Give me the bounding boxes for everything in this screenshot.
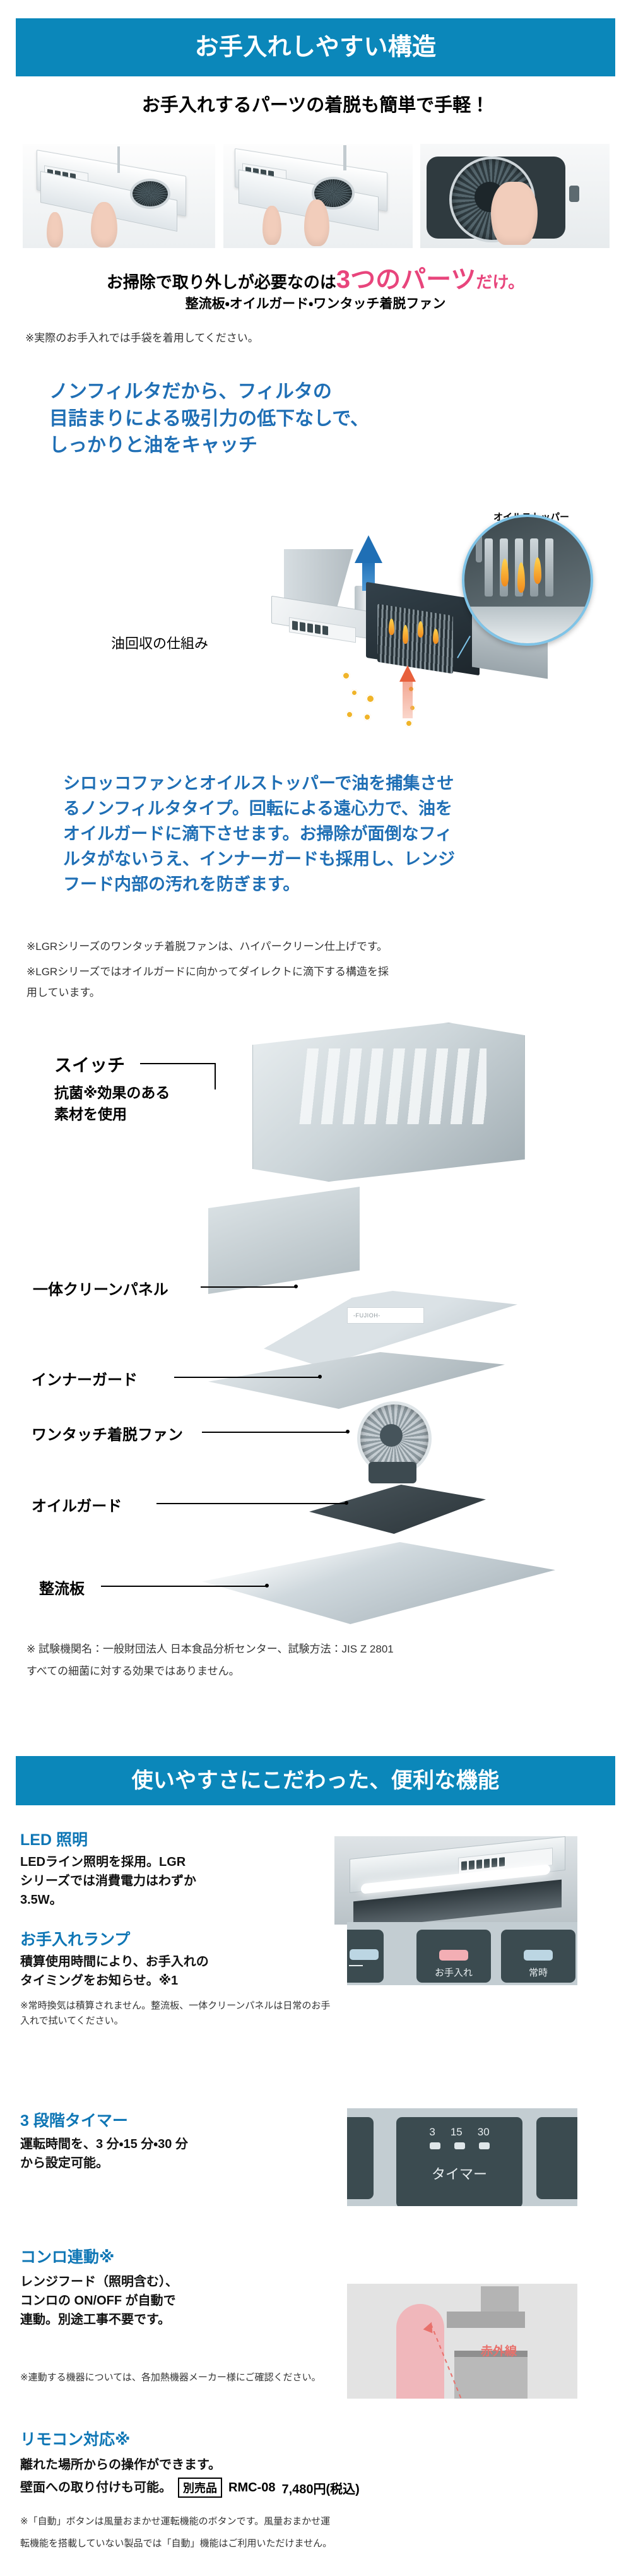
callout-pre: お掃除で取り外しが必要なのは	[106, 273, 336, 292]
feature-note-stove-link: ※連動する機器については、各加熱機器メーカー様にご確認ください。	[20, 2372, 321, 2383]
label-clean-panel: 一体クリーンパネル	[33, 1281, 168, 1298]
photo-remove-oil-guard	[223, 144, 413, 248]
feature-title-timer: 3 段階タイマー	[20, 2112, 128, 2130]
feature-body-timer: 運転時間を、3 分・15 分・30 分 から設定可能。	[20, 2137, 188, 2170]
callout-post: だけ。	[476, 273, 525, 292]
key-partial-right-timer	[536, 2117, 577, 2199]
nonfilter-body-line2: るノンフィルタタイプ。回転による遠心力で、油を	[63, 798, 452, 818]
feature-body-led: LEDライン照明を採用。LGR シリーズでは消費電力はわずか 3.5W。	[20, 1855, 196, 1907]
section-band-useful-functions: 使いやすさにこだわった、便利な機能	[16, 1756, 615, 1805]
oil-stopper-magnifier	[462, 514, 593, 646]
section-band-clean-structure: お手入れしやすい構造	[16, 18, 615, 76]
nonfilter-body-line5: フード内部の汚れを防ぎます。	[63, 874, 300, 894]
timer-mark-15: 15	[450, 2126, 463, 2138]
part-oil-guard	[309, 1485, 486, 1534]
feature-title-care-lamp: お手入れランプ	[20, 1931, 131, 1949]
nonfilter-note-2-line2: 用しています。	[27, 987, 100, 999]
leader-dot-rectifying-plate	[265, 1584, 269, 1588]
nonfilter-body-line4: ルタがないうえ、インナーガードも採用し、レンジ	[63, 849, 455, 869]
antibacterial-footnote-line1: ※ 試験機関名：一般財団法人 日本食品分析センター、試験方法：JIS Z 280…	[27, 1643, 394, 1655]
label-one-touch-fan: ワンタッチ着脱ファン	[32, 1427, 183, 1444]
part-one-touch-fan	[353, 1401, 432, 1483]
leader-rectifying-plate	[101, 1586, 266, 1587]
timer-marks: 3 15 30	[429, 2126, 489, 2139]
oil-recovery-caption: 油回収の仕組み	[111, 636, 209, 651]
switch-sub-line2: 素材を使用	[54, 1106, 127, 1122]
label-oil-guard: オイルガード	[32, 1498, 122, 1515]
nonfilter-body-line1: シロッコファンとオイルストッパーで油を捕集させ	[63, 774, 454, 793]
leader-oil-guard	[156, 1503, 346, 1504]
timer-mark-30: 30	[477, 2126, 490, 2138]
switch-sub-line1: 抗菌※効果のある	[54, 1084, 170, 1101]
key-care-lamp[interactable]: お手入れ	[416, 1930, 491, 1983]
leader-dot-inner-guard	[318, 1375, 322, 1379]
person-silhouette	[396, 2304, 444, 2399]
nonfilter-body: シロッコファンとオイルストッパーで油を捕集させ るノンフィルタタイプ。回転による…	[63, 771, 455, 898]
leader-one-touch-fan	[202, 1432, 347, 1433]
photo-led-lighting	[334, 1836, 577, 1925]
key-always-vent-label: 常時	[528, 1968, 548, 1978]
leader-dot-one-touch-fan	[346, 1430, 350, 1433]
clean-structure-subhead: お手入れするパーツの着脱も簡単で手軽！	[141, 95, 490, 116]
remote-price: 7,480円(税込)	[281, 2482, 360, 2496]
parts-list-line: 整流板・オイルガード・ワンタッチ着脱ファン	[185, 297, 446, 311]
leader-inner-guard	[174, 1377, 319, 1378]
oil-recovery-illustration	[208, 514, 618, 739]
feature-body-remote-line1: 離れた場所からの操作ができます。	[20, 2458, 221, 2472]
photo-open-plate	[23, 144, 215, 248]
key-partial-left-timer	[347, 2117, 374, 2199]
key-timer-label: タイマー	[431, 2166, 487, 2182]
parts-callout: お掃除で取り外しが必要なのは3つのパーツだけ。	[0, 259, 631, 295]
illustration-stove-link: 赤外線	[347, 2284, 577, 2399]
feature-title-remote: リモコン対応※	[20, 2431, 131, 2448]
leader-switch-drop	[215, 1063, 216, 1089]
feature-body-care-lamp: 積算使用時間により、お手入れの タイミングをお知らせ。※1	[20, 1955, 209, 1988]
photo-care-lamp-panel: お手入れ 常時	[347, 1922, 577, 1985]
photo-remove-fan	[420, 144, 610, 248]
hood-cabinet	[252, 1023, 525, 1182]
remote-model-number: RMC-08	[228, 2480, 276, 2495]
feature-note-remote-line1: ※「自動」ボタンは風量おまかせ運転機能のボタンです。風量おまかせ運	[20, 2516, 331, 2527]
band-title-1: お手入れしやすい構造	[194, 34, 437, 61]
nonfilter-note-1: ※LGRシリーズのワンタッチ着脱ファンは、ハイパークリーン仕上げです。	[27, 941, 388, 953]
label-switch: スイッチ	[54, 1055, 126, 1075]
brand-mark: -FUJIOH-	[353, 1312, 380, 1319]
feature-body-remote-line2: 壁面への取り付けも可能。	[20, 2481, 172, 2495]
nonfilter-body-line3: オイルガードに滴下させます。お掃除が面倒なフィ	[63, 824, 452, 843]
antibacterial-footnote-line2: すべての細菌に対する効果ではありません。	[27, 1665, 240, 1677]
feature-body-stove-link: レンジフード（照明含む）、 コンロの ON/OFF が自動で 連動。別途工事不要…	[20, 2275, 178, 2327]
remote-model-row: 壁面への取り付けも可能。 別売品 RMC-08 7,480円(税込)	[20, 2478, 360, 2498]
key-timer[interactable]: 3 15 30 タイマー	[396, 2117, 522, 2206]
key-partial-left	[347, 1930, 384, 1983]
photo-timer-panel: 3 15 30 タイマー	[347, 2108, 577, 2206]
feature-title-led: LED 照明	[20, 1831, 88, 1849]
leader-dot-clean-panel	[294, 1285, 298, 1288]
label-inner-guard: インナーガード	[32, 1372, 138, 1389]
leader-switch	[140, 1063, 216, 1064]
feature-note-remote-line2: 転機能を搭載していない製品では「自動」機能はご利用いただけません。	[20, 2538, 333, 2549]
leader-dot-oil-guard	[345, 1501, 348, 1505]
feature-title-stove-link: コンロ連動※	[20, 2248, 115, 2266]
nonfilter-note-2-line1: ※LGRシリーズではオイルガードに向かってダイレクトに滴下する構造を採	[27, 966, 389, 978]
callout-big: 3つのパーツ	[336, 266, 476, 294]
band-title-2: 使いやすさにこだわった、便利な機能	[131, 1769, 500, 1793]
part-clean-panel	[189, 1291, 517, 1367]
part-inner-guard	[208, 1352, 505, 1409]
leader-clean-panel	[201, 1286, 295, 1288]
key-care-lamp-label: お手入れ	[434, 1968, 473, 1978]
feature-note-care-lamp: ※常時換気は積算されません。整流板、一体クリーンパネルは日常のお手 入れで拭いて…	[20, 2000, 331, 2026]
timer-mark-3: 3	[429, 2126, 435, 2138]
nonfilter-head-line2: 目詰まりによる吸引力の低下なしで、	[49, 408, 369, 429]
label-rectifying-plate: 整流板	[39, 1581, 85, 1598]
nonfilter-head-line1: ノンフィルタだから、フィルタの	[49, 381, 332, 402]
hood-side-wing	[208, 1187, 360, 1294]
part-rectifying-plate	[202, 1542, 555, 1624]
remote-optional-badge: 別売品	[178, 2478, 222, 2498]
nonfilter-head-line3: しっかりと油をキャッチ	[49, 435, 257, 456]
glove-note: ※実際のお手入れでは手袋を着用してください。	[25, 332, 259, 344]
infrared-label: 赤外線	[481, 2345, 517, 2358]
nonfilter-headline: ノンフィルタだから、フィルタの 目詰まりによる吸引力の低下なしで、 しっかりと油…	[49, 379, 369, 460]
key-always-vent[interactable]: 常時	[501, 1930, 575, 1983]
